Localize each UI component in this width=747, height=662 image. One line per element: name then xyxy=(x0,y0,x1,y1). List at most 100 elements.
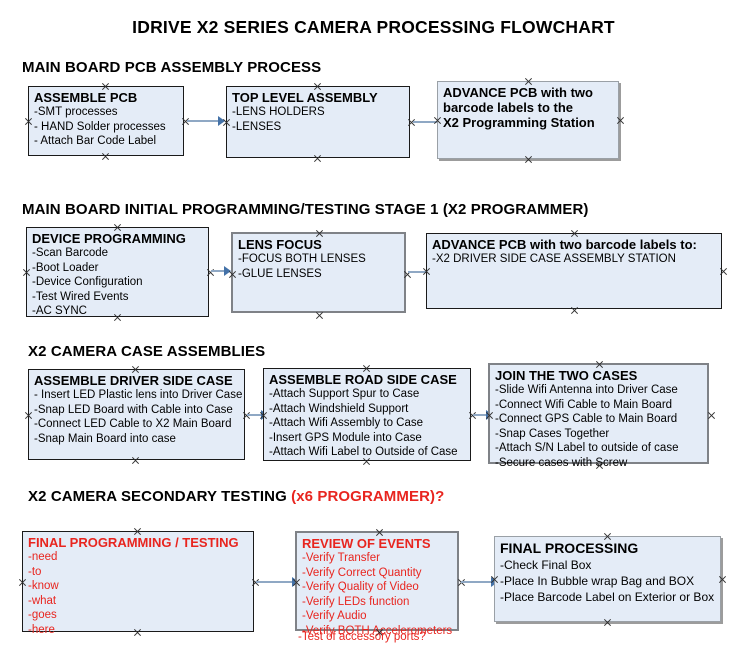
connector-line xyxy=(256,581,295,583)
box-line: -LENS HOLDERS xyxy=(232,106,325,118)
resize-handle-top[interactable] xyxy=(375,528,384,537)
resize-handle-top[interactable] xyxy=(524,77,533,86)
box-title: ADVANCE PCB with two barcode labels to: xyxy=(432,237,697,252)
resize-handle-left[interactable] xyxy=(490,575,499,584)
box-line: -Verify Transfer xyxy=(302,552,380,564)
connector-line xyxy=(247,414,264,416)
box-title: FINAL PROGRAMMING / TESTING xyxy=(28,535,239,550)
resize-handle-left[interactable] xyxy=(18,578,27,587)
resize-handle-bottom[interactable] xyxy=(595,461,604,470)
box-line: -Attach Support Spur to Case xyxy=(269,388,420,400)
section-heading-main-board-initial-programming: MAIN BOARD INITIAL PROGRAMMING/TESTING S… xyxy=(22,201,589,218)
process-box-advance-pcb-driver-side-case[interactable]: ADVANCE PCB with two barcode labels to: … xyxy=(426,233,722,309)
box-body: -Attach Support Spur to Case -Attach Win… xyxy=(269,387,466,460)
resize-handle-bottom[interactable] xyxy=(313,154,322,163)
process-box-final-programming-testing[interactable]: FINAL PROGRAMMING / TESTING -need -to -k… xyxy=(22,531,254,636)
box-line: -Attach Windshield Support xyxy=(269,402,409,415)
resize-handle-top[interactable] xyxy=(315,229,324,238)
box-line: -Snap Main Board into case xyxy=(34,432,176,445)
resize-handle-left[interactable] xyxy=(485,411,494,420)
resize-handle-top[interactable] xyxy=(313,82,322,91)
box-line: -to xyxy=(28,565,42,578)
resize-handle-bottom[interactable] xyxy=(362,457,371,466)
box-line: -Verify Correct Quantity xyxy=(302,566,422,579)
resize-handle-top[interactable] xyxy=(101,82,110,91)
box-body: -Check Final Box -Place In Bubble wrap B… xyxy=(500,557,716,605)
process-box-lens-focus[interactable]: LENS FOCUS -FOCUS BOTH LENSES -GLUE LENS… xyxy=(231,232,406,313)
resize-handle-right[interactable] xyxy=(616,116,625,125)
overflow-text-test-of-accessory-ports: -Test of accessory ports? xyxy=(298,631,426,643)
connector-line xyxy=(408,271,430,273)
resize-handle-bottom[interactable] xyxy=(113,313,122,322)
resize-handle-right[interactable] xyxy=(707,411,716,420)
resize-handle-top[interactable] xyxy=(603,532,612,541)
process-box-advance-pcb-programming-station[interactable]: ADVANCE PCB with two barcode labels to t… xyxy=(437,81,619,159)
process-box-top-level-assembly[interactable]: TOP LEVEL ASSEMBLY -LENS HOLDERS -LENSES xyxy=(226,86,410,158)
resize-handle-bottom[interactable] xyxy=(570,306,579,315)
box-line: -Device Configuration xyxy=(32,276,143,288)
resize-handle-left[interactable] xyxy=(433,116,442,125)
box-line: -Snap LED Board with Cable into Case xyxy=(34,403,233,416)
resize-handle-left[interactable] xyxy=(292,578,301,587)
resize-handle-left[interactable] xyxy=(22,268,31,277)
box-title: ASSEMBLE PCB xyxy=(34,90,138,105)
process-box-assemble-road-side-case[interactable]: ASSEMBLE ROAD SIDE CASE -Attach Support … xyxy=(263,368,471,461)
box-title: JOIN THE TWO CASES xyxy=(495,368,638,383)
section-heading-x2-camera-secondary-testing: X2 CAMERA SECONDARY TESTING (x6 PROGRAMM… xyxy=(28,488,444,505)
box-line: - Attach Bar Code Label xyxy=(34,135,157,147)
resize-handle-left[interactable] xyxy=(222,118,231,127)
resize-handle-bottom[interactable] xyxy=(101,152,110,161)
resize-handle-right[interactable] xyxy=(719,267,728,276)
connector-line xyxy=(187,120,220,122)
box-line: -Snap Cases Together xyxy=(495,427,610,440)
box-body: -Slide Wifi Antenna into Driver Case -Co… xyxy=(495,383,703,470)
resize-handle-top[interactable] xyxy=(113,223,122,232)
resize-handle-bottom[interactable] xyxy=(315,311,324,320)
resize-handle-left[interactable] xyxy=(259,411,268,420)
process-box-review-of-events[interactable]: REVIEW OF EVENTS -Verify Transfer -Verif… xyxy=(292,528,459,637)
section-heading-x2-camera-case-assemblies: X2 CAMERA CASE ASSEMBLIES xyxy=(28,343,265,360)
resize-handle-left[interactable] xyxy=(24,411,33,420)
box-line: -AC SYNC xyxy=(32,305,87,317)
resize-handle-left[interactable] xyxy=(422,267,431,276)
resize-handle-top[interactable] xyxy=(595,360,604,369)
resize-handle-bottom[interactable] xyxy=(524,155,533,164)
box-body: -Verify Transfer -Verify Correct Quantit… xyxy=(302,551,453,638)
box-title: ADVANCE PCB with two xyxy=(443,85,593,100)
resize-handle-right[interactable] xyxy=(718,575,727,584)
box-line: -Attach Wifi Label to Outside of Case xyxy=(269,446,458,458)
resize-handle-top[interactable] xyxy=(362,364,371,373)
process-box-device-programming[interactable]: DEVICE PROGRAMMING -Scan Barcode -Boot L… xyxy=(26,227,209,317)
resize-handle-bottom[interactable] xyxy=(131,456,140,465)
box-body: -need -to -know -what -goes -here xyxy=(28,550,249,637)
box-line: -GLUE LENSES xyxy=(238,267,322,280)
process-box-join-the-two-cases[interactable]: JOIN THE TWO CASES -Slide Wifi Antenna i… xyxy=(485,360,709,469)
resize-handle-top[interactable] xyxy=(131,365,140,374)
box-line: -Connect Wifi Cable to Main Board xyxy=(495,398,673,411)
box-line: - Insert LED Plastic lens into Driver Ca… xyxy=(34,389,243,401)
box-line: -Connect LED Cable to X2 Main Board xyxy=(34,418,232,430)
resize-handle-bottom[interactable] xyxy=(133,628,142,637)
resize-handle-left[interactable] xyxy=(228,270,237,279)
box-line: -Verify Audio xyxy=(302,610,367,622)
box-line: -Place Barcode Label on Exterior or Box xyxy=(500,590,715,604)
box-title-line3: X2 Programming Station xyxy=(443,115,595,130)
box-line: -need xyxy=(28,551,58,563)
process-box-assemble-pcb[interactable]: ASSEMBLE PCB -SMT processes - HAND Solde… xyxy=(28,86,184,156)
box-line: -SMT processes xyxy=(34,106,118,118)
box-body: -SMT processes - HAND Solder processes -… xyxy=(34,105,179,149)
box-line: -Attach Wifi Assembly to Case xyxy=(269,417,424,429)
section-heading-accent: (x6 PROGRAMMER)? xyxy=(291,488,445,505)
process-box-final-processing[interactable]: FINAL PROCESSING -Check Final Box -Place… xyxy=(494,536,721,622)
process-box-assemble-driver-side-case[interactable]: ASSEMBLE DRIVER SIDE CASE - Insert LED P… xyxy=(28,369,245,460)
resize-handle-bottom[interactable] xyxy=(603,618,612,627)
box-line: -LENSES xyxy=(232,120,282,133)
box-line: -Slide Wifi Antenna into Driver Case xyxy=(495,384,678,396)
box-line: -Verify LEDs function xyxy=(302,595,410,608)
box-line: -X2 DRIVER SIDE CASE ASSEMBLY STATION xyxy=(432,253,676,265)
resize-handle-top[interactable] xyxy=(570,229,579,238)
resize-handle-left[interactable] xyxy=(24,117,33,126)
resize-handle-top[interactable] xyxy=(133,527,142,536)
box-title: ASSEMBLE ROAD SIDE CASE xyxy=(269,372,457,387)
